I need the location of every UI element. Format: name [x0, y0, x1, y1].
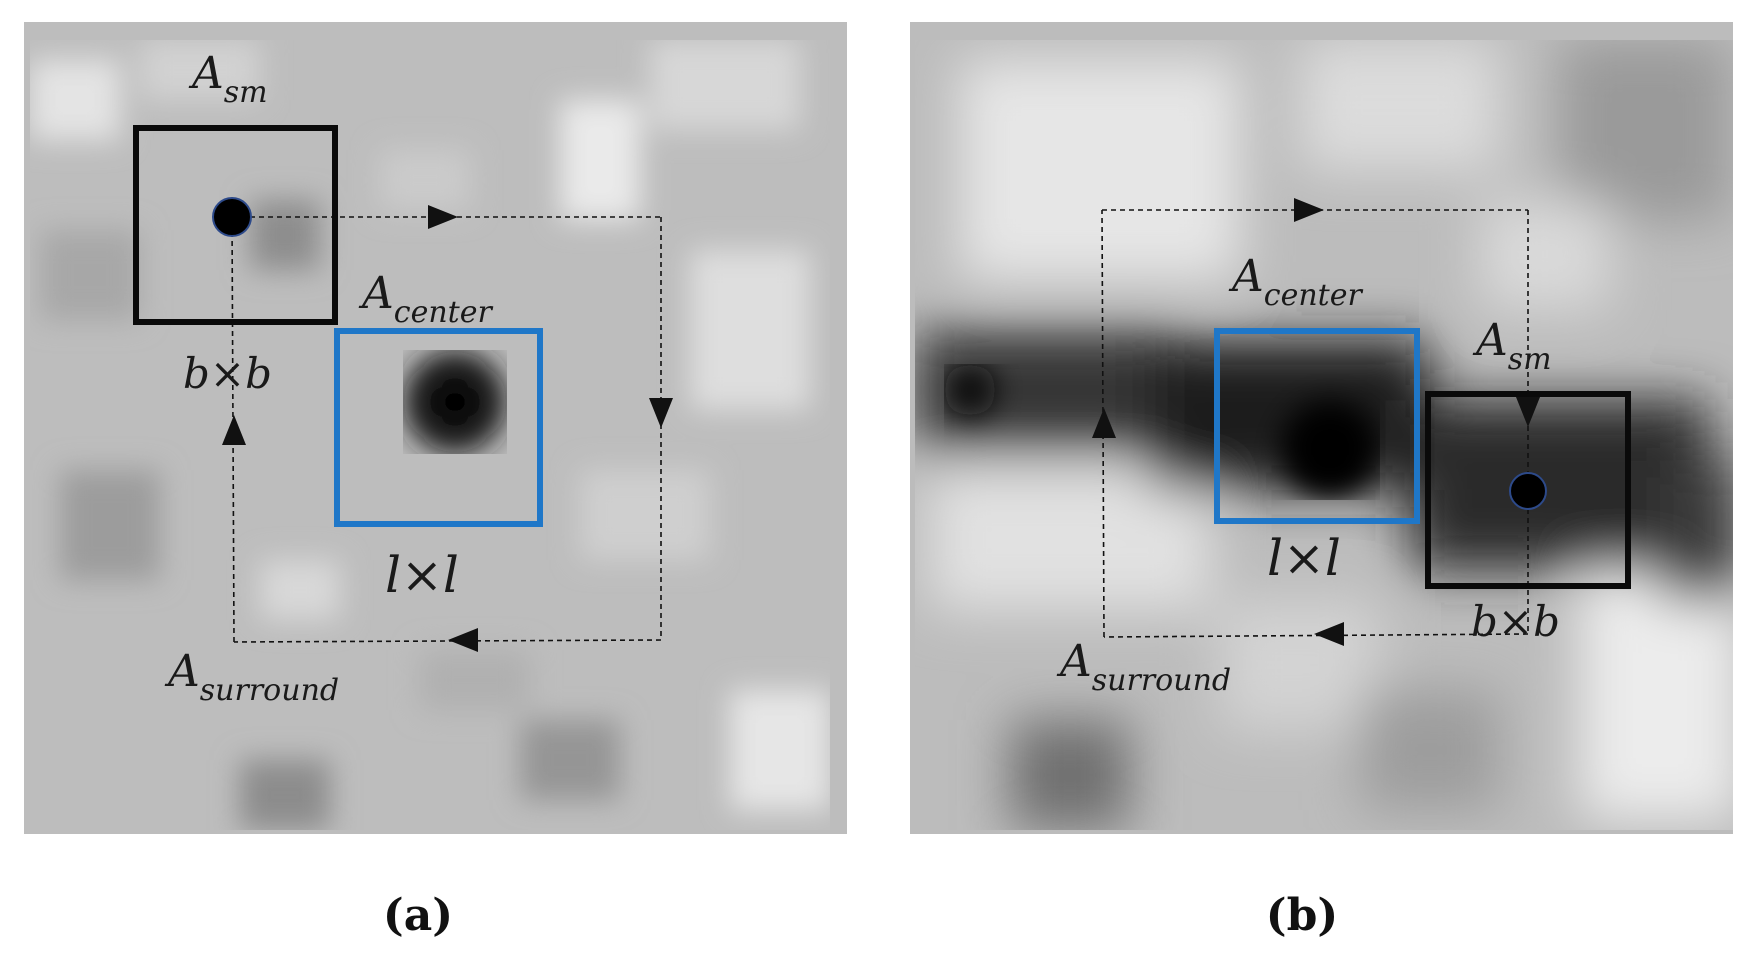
label-a-center: Acenter	[358, 268, 493, 330]
arrow-left-icon	[1314, 622, 1344, 646]
texture-image-b	[910, 22, 1733, 834]
label-b-center: Acenter	[1228, 251, 1363, 313]
label-a-sm: Asm	[188, 48, 268, 110]
label-a-surround: Asurround	[164, 646, 339, 708]
label-b-surround: Asurround	[1056, 636, 1231, 698]
label-b-lsize: l×l	[1267, 529, 1341, 587]
caption-b: (b)	[1266, 890, 1338, 941]
arrow-down-icon	[1516, 397, 1540, 427]
arrow-right-icon	[1294, 198, 1324, 222]
label-a-bsize: b×b	[183, 349, 272, 398]
surround-path-a	[231, 216, 662, 643]
arrow-right-icon	[428, 205, 458, 229]
arrow-down-icon	[649, 398, 673, 428]
path-arrows-b	[1092, 198, 1540, 646]
label-b-bsize: b×b	[1471, 597, 1560, 646]
surround-path-b	[1101, 209, 1529, 638]
reference-point-a	[212, 197, 252, 237]
panel-a: Asm Acenter b×b l×l Asurround (a)	[24, 22, 847, 941]
caption-a: (a)	[383, 890, 453, 941]
label-a-lsize: l×l	[385, 546, 459, 604]
reference-point-b	[1509, 472, 1547, 510]
center-window-b	[1214, 328, 1420, 524]
label-b-sm: Asm	[1472, 315, 1552, 377]
panel-b: Acenter Asm l×l b×b Asurround (b)	[910, 22, 1733, 941]
texture-image-a	[24, 22, 847, 834]
arrow-up-icon	[1092, 408, 1116, 438]
sm-window-a	[133, 125, 338, 325]
path-arrows-a	[222, 205, 673, 652]
arrow-up-icon	[222, 415, 246, 445]
arrow-left-icon	[448, 628, 478, 652]
center-window-a	[334, 328, 543, 527]
sm-window-b	[1425, 391, 1631, 589]
